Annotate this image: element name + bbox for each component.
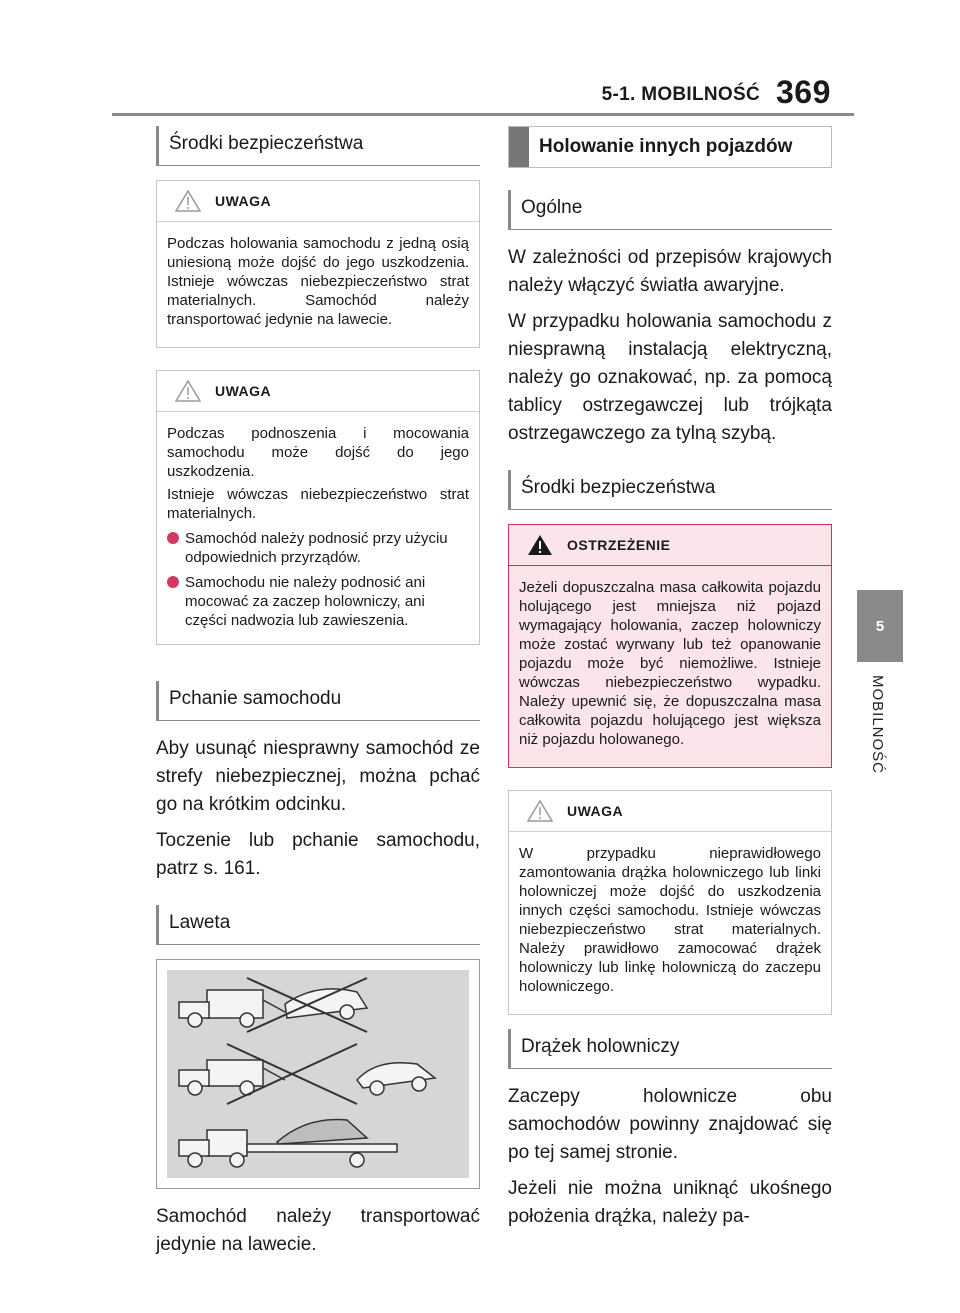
heading-tow-bar: Drążek holowniczy [508,1029,832,1069]
towing-methods-icon [178,977,437,1168]
towing-illustration [156,959,480,1189]
caution-triangle-icon [175,190,201,212]
chapter-label: MOBILNOŚĆ [869,675,886,775]
heading-general: Ogólne [508,190,832,230]
heading-towing-other: Holowanie innych pojazdów [508,126,832,168]
heading-laweta: Laweta [156,905,480,945]
notice-box-1: UWAGA Podczas holowania samochodu z jedn… [156,180,480,348]
list-item: Samochód należy podnosić przy użyciu odp… [167,529,469,567]
section-title: 5-1. MOBILNOŚĆ [601,84,760,105]
notice-text: Podczas holowania samochodu z jedną osią… [167,235,469,328]
body-text: Aby usunąć niesprawny samochód ze strefy… [156,738,480,815]
chapter-tab: 5 [857,590,903,662]
body-text: W zależności od przepisów krajowych nale… [508,247,832,296]
notice-text: Istnieje wówczas niebezpieczeństwo strat… [167,486,469,522]
notice-text: Podczas podnoszenia i mocowania samochod… [167,425,469,480]
notice-box-1-header: UWAGA [157,181,479,222]
heading-pushing: Pchanie samochodu [156,681,480,721]
chapter-tab-number: 5 [875,617,885,635]
body-text: Samochód należy transportować jedynie na… [156,1206,480,1255]
warning-text: Jeżeli dopuszczalna masa całkowita pojaz… [519,579,821,748]
left-column: Środki bezpieczeństwa UWAGA Podczas holo… [156,126,480,1267]
bullet-text: Samochód należy podnosić przy użyciu odp… [185,530,448,566]
notice-box-3-header: UWAGA [509,791,831,832]
body-text: Jeżeli nie można uniknąć ukośnego położe… [508,1178,832,1227]
header-divider [112,113,854,116]
notice-text: W przypadku nieprawidłowego zamontowania… [519,845,821,995]
heading-towing-other-text: Holowanie innych pojazdów [539,136,793,157]
body-text: Zaczepy holownicze obu samochodów powinn… [508,1086,832,1163]
notice-label: UWAGA [567,803,624,819]
right-column: Holowanie innych pojazdów Ogólne W zależ… [508,126,832,1239]
list-item: Samochodu nie należy podnosić ani mocowa… [167,573,469,630]
warning-box-header: OSTRZEŻENIE [509,525,831,566]
notice-label: UWAGA [215,193,272,209]
bullet-dot-icon [167,576,179,588]
page-number: 369 [776,74,831,110]
caution-triangle-icon [527,800,553,822]
warning-triangle-icon [527,534,553,556]
notice-box-2: UWAGA Podczas podnoszenia i mocowania sa… [156,370,480,645]
caution-triangle-icon [175,380,201,402]
notice-box-3: UWAGA W przypadku nieprawidłowego zamont… [508,790,832,1015]
bullet-dot-icon [167,532,179,544]
body-text: Toczenie lub pchanie samochodu, patrz s.… [156,830,480,879]
notice-box-2-header: UWAGA [157,371,479,412]
heading-safety-right: Środki bezpieczeństwa [508,470,832,510]
body-text: W przypadku holowania samochodu z niespr… [508,311,832,444]
warning-label: OSTRZEŻENIE [567,537,671,553]
notice-label: UWAGA [215,383,272,399]
warning-box: OSTRZEŻENIE Jeżeli dopuszczalna masa cał… [508,524,832,768]
bullet-text: Samochodu nie należy podnosić ani mocowa… [185,574,426,629]
heading-safety-left: Środki bezpieczeństwa [156,126,480,166]
